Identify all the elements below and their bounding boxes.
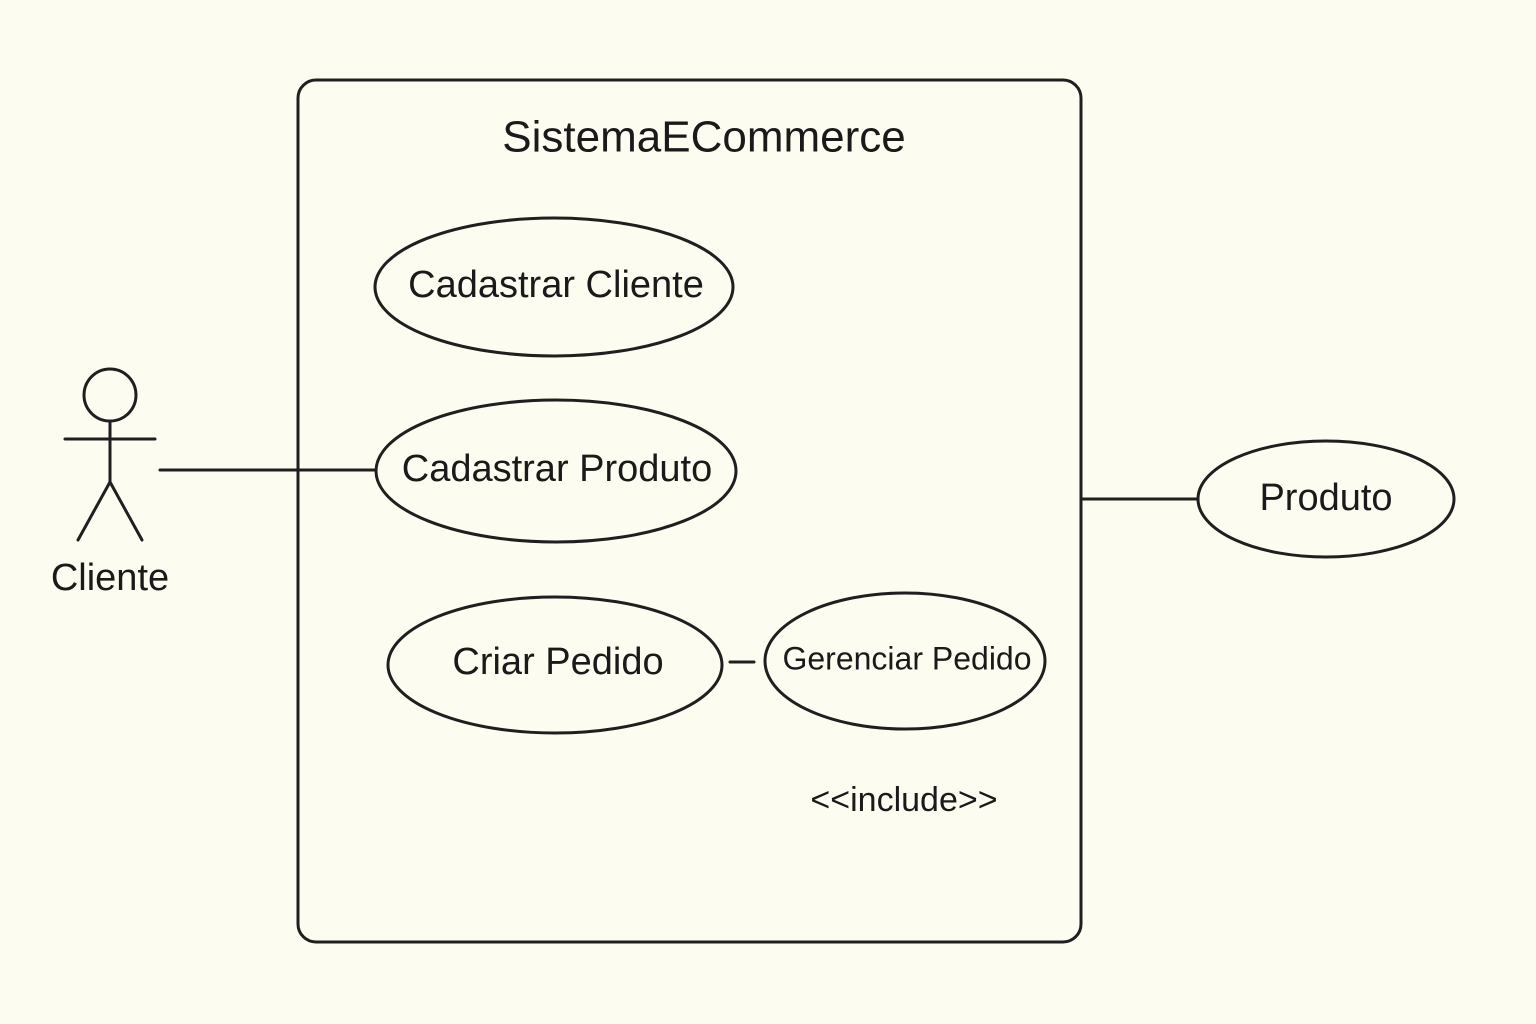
use-case-cadastrar-produto: Cadastrar Produto [374, 398, 738, 544]
use-case-criar-pedido: Criar Pedido [386, 595, 724, 735]
use-case-label: Gerenciar Pedido [782, 640, 1031, 676]
actor-head [82, 367, 138, 423]
use-case-ellipse [386, 595, 724, 735]
use-case-cadastrar-cliente: Cadastrar Cliente [373, 216, 735, 358]
actor-cliente: Cliente [51, 367, 169, 599]
actor-label: Cliente [51, 557, 169, 599]
external-label: Produto [1259, 477, 1392, 519]
include-stereotype: <<include>> [810, 781, 997, 819]
use-case-ellipse [373, 216, 735, 358]
external-ellipse [1196, 439, 1456, 559]
actor-left-leg [76, 480, 112, 542]
use-case-ellipse [374, 398, 738, 544]
external-produto: Produto [1196, 439, 1456, 559]
use-case-label: Criar Pedido [452, 641, 663, 683]
use-case-gerenciar-pedido: Gerenciar Pedido [763, 591, 1047, 731]
system-title: SistemaECommerce [502, 113, 905, 162]
system-boundary [296, 78, 1083, 944]
use-case-ellipse [763, 591, 1047, 731]
use-case-label: Cadastrar Cliente [408, 264, 704, 306]
use-case-label: Cadastrar Produto [402, 448, 713, 490]
actor-right-leg [108, 480, 144, 542]
